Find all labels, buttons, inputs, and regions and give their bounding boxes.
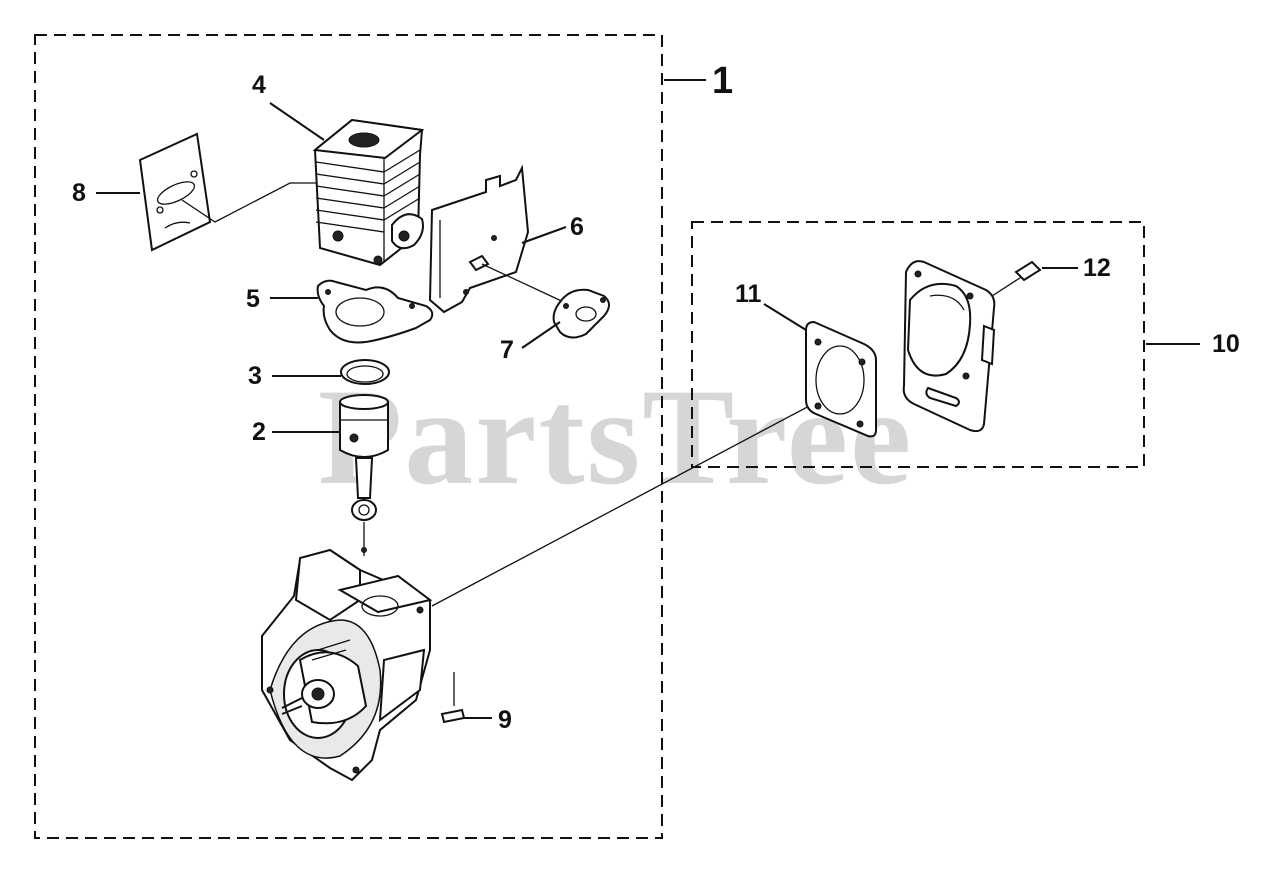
part-8-gasket bbox=[96, 132, 320, 252]
crankcase bbox=[261, 548, 433, 782]
part-3-ring bbox=[272, 359, 390, 385]
callout-9: 9 bbox=[498, 706, 512, 734]
part-4-cylinder bbox=[269, 102, 425, 267]
part-9-screw bbox=[440, 672, 492, 724]
leader-line-11 bbox=[431, 377, 863, 607]
part-10-muffler bbox=[902, 260, 996, 433]
callout-7: 7 bbox=[500, 336, 514, 364]
part-6-insulator bbox=[428, 164, 569, 314]
callout-8: 8 bbox=[72, 179, 86, 207]
callout-11: 11 bbox=[735, 280, 762, 308]
callout-3: 3 bbox=[248, 362, 262, 390]
callout-6: 6 bbox=[570, 213, 584, 241]
callout-12: 12 bbox=[1083, 254, 1111, 282]
callout-4: 4 bbox=[252, 71, 266, 99]
part-7-flange bbox=[521, 288, 610, 349]
callout-1: 1 bbox=[712, 60, 734, 102]
part-11-gasket bbox=[763, 303, 877, 438]
part-12-bolt bbox=[991, 260, 1078, 297]
assembly-box-1 bbox=[34, 34, 663, 839]
assembly-box-10 bbox=[691, 221, 1145, 468]
part-2-piston bbox=[272, 394, 389, 556]
part-5-gasket bbox=[270, 279, 434, 344]
callout-5: 5 bbox=[246, 285, 260, 313]
callout-2: 2 bbox=[252, 418, 266, 446]
callout-10: 10 bbox=[1212, 330, 1240, 358]
